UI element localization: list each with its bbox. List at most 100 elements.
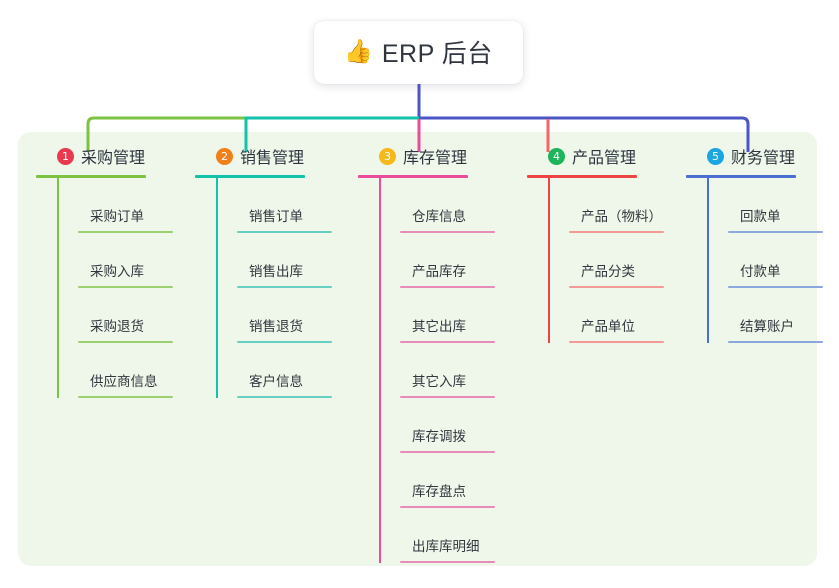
column-header-4[interactable]: 4 产品管理 xyxy=(527,144,637,168)
menu-item-label: 库存调拨 xyxy=(412,429,466,444)
column-header-rule xyxy=(195,175,305,178)
menu-item-rule xyxy=(78,396,173,398)
menu-item-label: 付款单 xyxy=(740,264,781,279)
menu-item-rule xyxy=(400,506,495,508)
menu-item[interactable]: 付款单 xyxy=(707,233,823,288)
menu-item-rule xyxy=(728,286,823,288)
menu-item-rule xyxy=(237,231,332,233)
column-header-rule xyxy=(686,175,796,178)
column-items: 产品（物料） 产品分类产品单位 xyxy=(527,178,664,343)
menu-item-label: 产品（物料） xyxy=(581,209,662,224)
menu-item[interactable]: 其它入库 xyxy=(379,343,495,398)
menu-item-rule xyxy=(400,561,495,563)
thumbs-up-icon: 👍 xyxy=(344,38,373,64)
column-title: 财务管理 xyxy=(731,150,796,167)
menu-item[interactable]: 客户信息 xyxy=(216,343,332,398)
menu-item-label: 其它入库 xyxy=(412,374,466,389)
number-badge-icon: 4 xyxy=(548,147,565,165)
menu-item-rule xyxy=(78,341,173,343)
column-header-1[interactable]: 1 采购管理 xyxy=(36,144,146,168)
menu-item[interactable]: 仓库信息 xyxy=(379,178,495,233)
menu-item-label: 客户信息 xyxy=(249,374,303,389)
root-node[interactable]: 👍 ERP 后台 xyxy=(314,21,523,84)
column-spine xyxy=(548,178,550,343)
column-3: 3 库存管理仓库信息产品库存其它出库其它入库库存调拨库存盘点出库库明细 xyxy=(358,144,495,563)
menu-item-rule xyxy=(728,231,823,233)
menu-item-label: 销售出库 xyxy=(249,264,303,279)
column-header-5[interactable]: 5 财务管理 xyxy=(686,144,796,168)
menu-item[interactable]: 产品分类 xyxy=(548,233,664,288)
menu-item[interactable]: 产品（物料） xyxy=(548,178,664,233)
menu-item-rule xyxy=(400,396,495,398)
column-items: 销售订单销售出库销售退货客户信息 xyxy=(195,178,332,398)
menu-item-label: 销售退货 xyxy=(249,319,303,334)
menu-item[interactable]: 供应商信息 xyxy=(57,343,173,398)
menu-item-rule xyxy=(78,286,173,288)
column-header-2[interactable]: 2 销售管理 xyxy=(195,144,305,168)
column-spine xyxy=(216,178,218,398)
menu-item[interactable]: 结算账户 xyxy=(707,288,823,343)
menu-item-rule xyxy=(400,451,495,453)
menu-item-label: 采购退货 xyxy=(90,319,144,334)
column-header-rule xyxy=(36,175,146,178)
menu-item-label: 仓库信息 xyxy=(412,209,466,224)
menu-item[interactable]: 销售订单 xyxy=(216,178,332,233)
menu-item[interactable]: 销售出库 xyxy=(216,233,332,288)
root-node-content: 👍 ERP 后台 xyxy=(344,34,493,70)
menu-item-rule xyxy=(237,396,332,398)
column-title: 采购管理 xyxy=(81,150,146,167)
column-spine xyxy=(379,178,381,563)
column-header-3[interactable]: 3 库存管理 xyxy=(358,144,468,168)
menu-item-label: 结算账户 xyxy=(740,319,794,334)
menu-item[interactable]: 其它出库 xyxy=(379,288,495,343)
menu-item-label: 产品库存 xyxy=(412,264,466,279)
menu-item[interactable]: 采购入库 xyxy=(57,233,173,288)
column-spine xyxy=(57,178,59,398)
menu-item-label: 回款单 xyxy=(740,209,781,224)
column-items: 采购订单采购入库采购退货供应商信息 xyxy=(36,178,173,398)
menu-item-rule xyxy=(237,286,332,288)
menu-item[interactable]: 回款单 xyxy=(707,178,823,233)
menu-item[interactable]: 采购退货 xyxy=(57,288,173,343)
menu-item-label: 采购入库 xyxy=(90,264,144,279)
menu-item[interactable]: 产品库存 xyxy=(379,233,495,288)
column-5: 5 财务管理回款单付款单结算账户 xyxy=(686,144,823,343)
column-items: 回款单付款单结算账户 xyxy=(686,178,823,343)
number-badge-icon: 2 xyxy=(216,147,233,165)
menu-item[interactable]: 库存盘点 xyxy=(379,453,495,508)
root-node-title: ERP 后台 xyxy=(381,39,493,68)
column-spine xyxy=(707,178,709,343)
branches-panel xyxy=(18,132,817,566)
menu-item-rule xyxy=(569,286,664,288)
menu-item[interactable]: 产品单位 xyxy=(548,288,664,343)
menu-item-label: 销售订单 xyxy=(249,209,303,224)
column-title: 销售管理 xyxy=(240,150,305,167)
column-header-rule xyxy=(527,175,637,178)
menu-item-rule xyxy=(237,341,332,343)
column-title: 产品管理 xyxy=(572,150,637,167)
menu-item-rule xyxy=(569,341,664,343)
column-1: 1 采购管理采购订单采购入库采购退货供应商信息 xyxy=(36,144,173,398)
menu-item[interactable]: 采购订单 xyxy=(57,178,173,233)
column-2: 2 销售管理销售订单销售出库销售退货客户信息 xyxy=(195,144,332,398)
menu-item-label: 采购订单 xyxy=(90,209,144,224)
menu-item-label: 其它出库 xyxy=(412,319,466,334)
menu-item[interactable]: 出库库明细 xyxy=(379,508,495,563)
menu-item-rule xyxy=(728,341,823,343)
menu-item-rule xyxy=(400,231,495,233)
column-title: 库存管理 xyxy=(403,150,468,167)
menu-item-rule xyxy=(400,286,495,288)
column-4: 4 产品管理产品（物料） 产品分类产品单位 xyxy=(527,144,664,343)
menu-item-label: 出库库明细 xyxy=(412,539,480,554)
menu-item[interactable]: 销售退货 xyxy=(216,288,332,343)
column-header-rule xyxy=(358,175,468,178)
menu-item-label: 供应商信息 xyxy=(90,374,158,389)
menu-item-rule xyxy=(78,231,173,233)
menu-item-label: 产品单位 xyxy=(581,319,635,334)
column-items: 仓库信息产品库存其它出库其它入库库存调拨库存盘点出库库明细 xyxy=(358,178,495,563)
menu-item-label: 库存盘点 xyxy=(412,484,466,499)
menu-item[interactable]: 库存调拨 xyxy=(379,398,495,453)
number-badge-icon: 5 xyxy=(707,147,724,165)
number-badge-icon: 3 xyxy=(379,147,396,165)
number-badge-icon: 1 xyxy=(57,147,74,165)
